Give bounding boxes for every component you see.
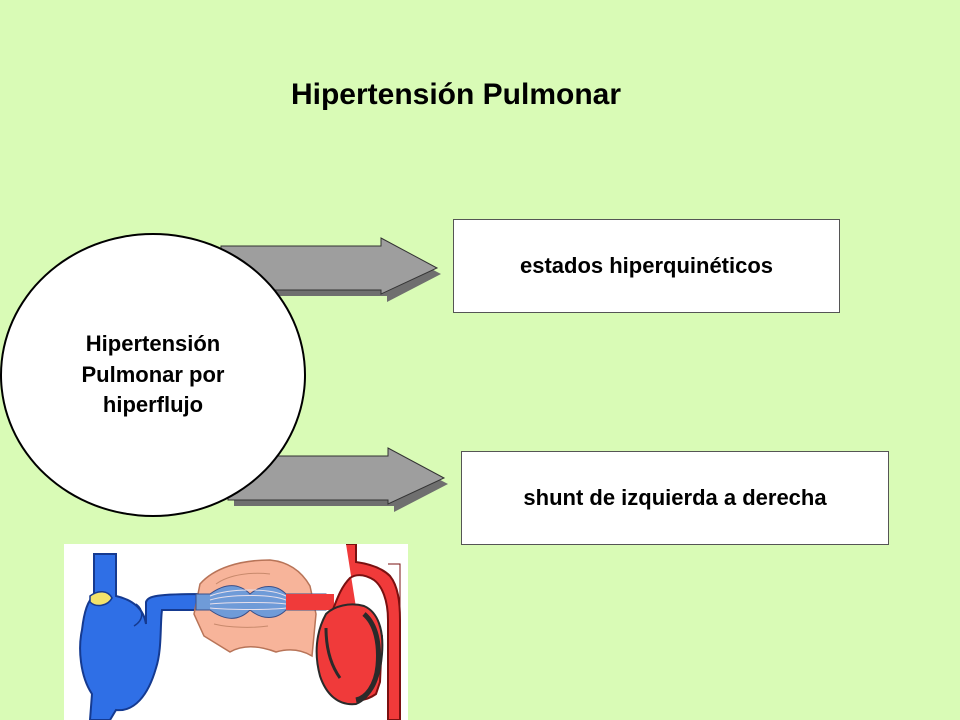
center-node-label: Hipertensión Pulmonar por hiperflujo (81, 330, 225, 418)
arrow-to-hyperkinetic-states (220, 237, 441, 302)
target-label: shunt de izquierda a derecha (523, 485, 827, 510)
target-label: estados hiperquinéticos (519, 253, 774, 278)
heart-shunt-icon (79, 544, 401, 720)
target-box-hyperkinetic-states: estados hiperquinéticos (453, 219, 840, 313)
page-title: Hipertensión Pulmonar (290, 78, 622, 111)
arrow-to-left-right-shunt (227, 447, 448, 512)
target-box-left-right-shunt: shunt de izquierda a derecha (461, 451, 889, 545)
heart-circulation-illustration (64, 544, 408, 720)
center-node-circle: Hipertensión Pulmonar por hiperflujo (0, 233, 306, 517)
